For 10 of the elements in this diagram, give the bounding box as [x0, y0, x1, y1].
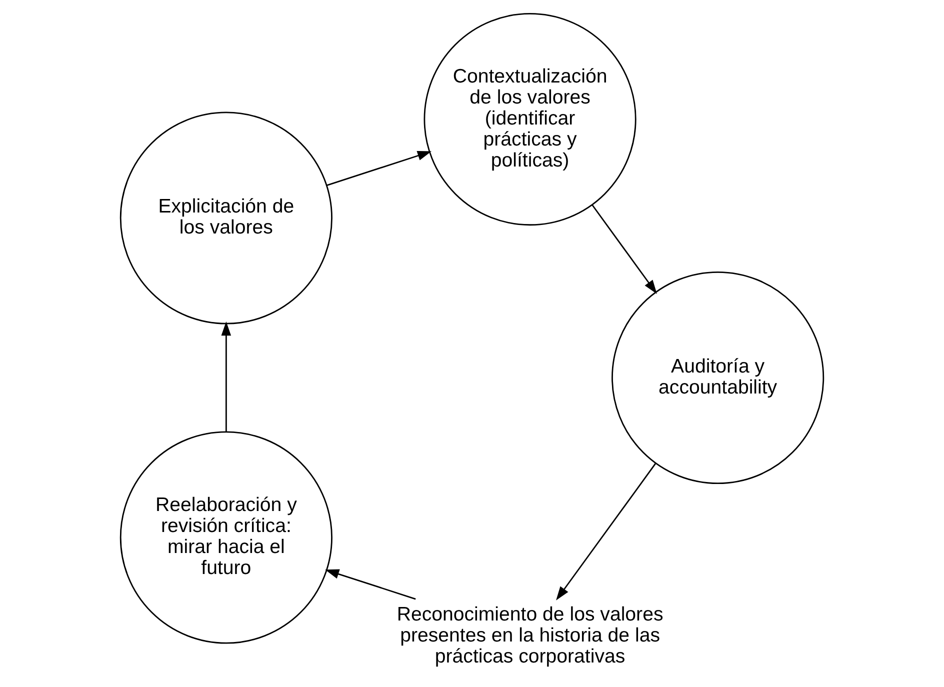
node-circle: Reelaboración y revisión crítica: mirar hacia el futuro	[120, 431, 332, 644]
arrow	[325, 569, 416, 600]
arrow	[556, 463, 656, 600]
node-text: Reconocimiento de los valores presentes en la historia de las prácticas corporativas	[396, 603, 664, 668]
arrow	[592, 204, 657, 294]
node-circle: Auditoría y accountability	[612, 271, 824, 484]
arrow	[326, 150, 432, 186]
node-circle: Explicitación de los valores	[120, 112, 332, 324]
arrow	[221, 322, 232, 432]
node-circle: Contextualización de los valores (identificar prácticas y políticas)	[424, 13, 636, 226]
